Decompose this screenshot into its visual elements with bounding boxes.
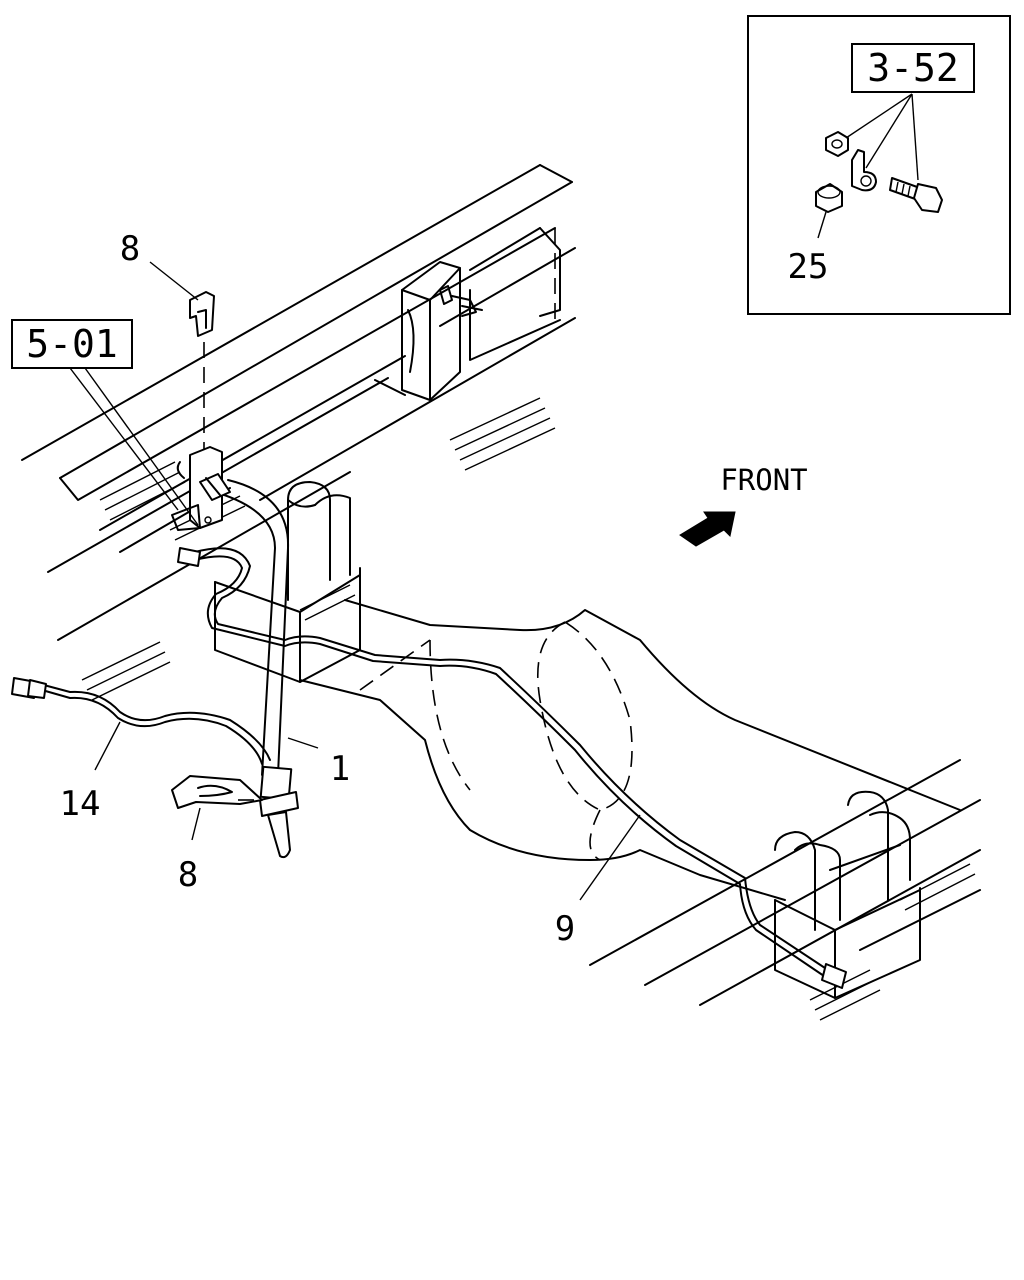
nut-icon — [825, 131, 849, 157]
clamp-icon — [851, 149, 877, 192]
clip-8-bottom — [171, 775, 263, 809]
callout-8-bottom: 8 — [178, 855, 198, 895]
brake-pipe-14 — [11, 677, 271, 765]
front-arrow-icon — [679, 511, 736, 547]
brake-hose-1 — [214, 479, 299, 859]
reference-label-3-52: 3-52 — [867, 46, 959, 90]
bolt-icon — [889, 177, 943, 213]
clip-8-top — [189, 291, 215, 337]
leader-lines — [69, 261, 641, 901]
reference-box-5-01: 5-01 — [11, 319, 133, 369]
callout-8-top: 8 — [120, 229, 140, 269]
front-label: FRONT — [720, 463, 807, 497]
callout-1: 1 — [330, 749, 350, 789]
reference-label-5-01: 5-01 — [26, 322, 118, 366]
bushing-icon — [815, 183, 843, 213]
callout-14: 14 — [60, 784, 101, 824]
callout-9: 9 — [555, 909, 575, 949]
frame-rail — [21, 164, 576, 701]
reference-box-3-52: 3-52 — [851, 43, 975, 93]
hose-bracket — [171, 446, 231, 531]
brake-pipe-9 — [177, 547, 847, 989]
callout-25: 25 — [788, 247, 829, 287]
rear-axle-housing — [214, 481, 981, 1021]
